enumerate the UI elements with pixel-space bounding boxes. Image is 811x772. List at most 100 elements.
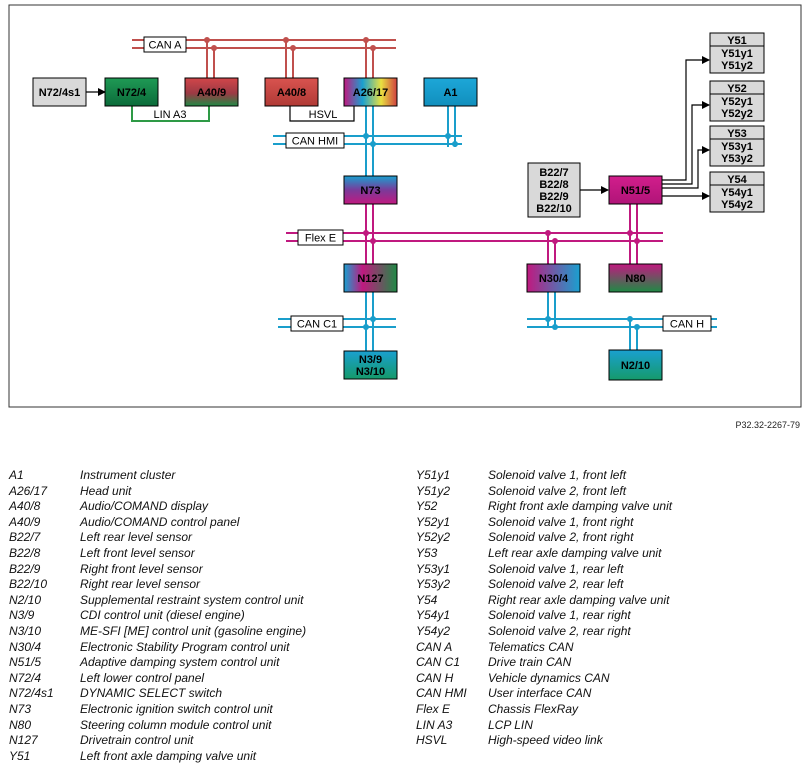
legend-code: A26/17 (9, 483, 48, 498)
unit-label-n30-4: N30/4 (539, 273, 569, 285)
diagram-frame (8, 4, 802, 408)
legend-description: Supplemental restraint system control un… (80, 592, 304, 607)
bus-label-flex-e: Flex E (305, 233, 336, 245)
valve-unit-y52: Y52 Y52y1 Y52y2 (709, 80, 765, 122)
legend-code: B22/7 (9, 530, 41, 545)
legend-code: N3/10 (9, 623, 42, 638)
legend-description: Electronic Stability Program control uni… (80, 639, 290, 654)
bus-lin-a3-line (131, 106, 210, 122)
unit-label-a26-17: A26/17 (353, 87, 388, 99)
valve-label-y54y2: Y54y2 (721, 199, 753, 211)
unit-n30-4: N30/4 (526, 263, 581, 293)
legend-code: Y53 (416, 545, 438, 560)
legend-code: LIN A3 (416, 717, 453, 732)
legend-row: N3/10 ME-SFI [ME] control unit (gasoline … (9, 624, 399, 640)
legend-description: Solenoid valve 2, rear right (488, 623, 631, 638)
legend-description: Solenoid valve 2, rear left (488, 577, 624, 592)
legend-code: HSVL (416, 733, 448, 748)
bus-label-box-can-hmi (285, 132, 345, 149)
valve-unit-y53: Y53 Y53y1 Y53y2 (709, 125, 765, 167)
unit-label-n80: N80 (625, 273, 645, 285)
bus-can-h-junctions (545, 316, 640, 330)
legend-code: N30/4 (9, 639, 42, 654)
connectors-n51-5-to-valves (662, 56, 710, 200)
unit-label-b22-7: B22/7 (539, 167, 568, 179)
legend-code: A40/8 (9, 499, 41, 514)
legend-description: Solenoid valve 1, front left (488, 468, 627, 482)
legend-description: Head unit (80, 483, 132, 498)
legend-description: DYNAMIC SELECT switch (80, 686, 223, 701)
legend-row: Y54 Right rear axle damping valve unit (416, 593, 806, 609)
unit-label-b22-9: B22/9 (539, 191, 568, 203)
legend-description: ME-SFI [ME] control unit (gasoline engin… (80, 623, 307, 638)
legend-code: N73 (9, 701, 32, 716)
legend-description: Left rear level sensor (80, 530, 193, 545)
legend-code: Y54y1 (416, 608, 451, 623)
unit-label-a1: A1 (443, 87, 457, 99)
legend-code: Y52y2 (416, 530, 451, 545)
unit-label-n72-4: N72/4 (117, 87, 147, 99)
bus-can-c1-junctions (363, 316, 376, 330)
network-topology-diagram: CAN A LIN A3 HSVL CAN HMI Flex E (8, 4, 802, 408)
legend-description: Solenoid valve 1, front right (488, 514, 634, 529)
legend-description: Solenoid valve 1, rear right (488, 608, 631, 623)
legend-description: Chassis FlexRay (488, 701, 579, 716)
legend-code: Y53y1 (416, 561, 451, 576)
legend-description: Left front axle damping valve unit (80, 748, 257, 763)
legend-row: N72/4s1 DYNAMIC SELECT switch (9, 686, 399, 702)
legend-code: Y51 (9, 748, 31, 763)
unit-label-a40-8: A40/8 (277, 87, 306, 99)
unit-label-n73: N73 (360, 185, 380, 197)
valve-label-y51y2: Y51y2 (721, 60, 753, 72)
legend-code: B22/8 (9, 545, 41, 560)
bus-label-box-flex-e (297, 229, 344, 246)
legend-description: Solenoid valve 2, front right (488, 530, 634, 545)
valve-label-y52y2: Y52y2 (721, 108, 753, 120)
bus-label-can-h: CAN H (670, 319, 704, 331)
legend-description: Adaptive damping system control unit (80, 655, 280, 670)
unit-n72-4: N72/4 (104, 77, 159, 107)
legend-description: User interface CAN (488, 686, 592, 701)
valve-label-y53y2: Y53y2 (721, 153, 753, 165)
legend-description: Solenoid valve 1, rear left (488, 561, 624, 576)
valve-unit-y54: Y54 Y54y1 Y54y2 (709, 171, 765, 213)
legend-description: CDI control unit (diesel engine) (80, 608, 245, 623)
legend-description: Right rear axle damping valve unit (488, 592, 670, 607)
legend-description: Left front level sensor (80, 545, 195, 560)
legend-row: Y52y2 Solenoid valve 2, front right (416, 530, 806, 546)
unit-label-b22-10: B22/10 (536, 203, 571, 215)
bus-label-box-can-a (143, 36, 187, 53)
bus-can-a-junctions (204, 37, 376, 51)
legend-code: N51/5 (9, 655, 42, 670)
legend-row: N51/5 Adaptive damping system control uni… (9, 655, 399, 671)
valve-label-y54y1: Y54y1 (721, 187, 753, 199)
legend-code: N72/4s1 (9, 686, 54, 701)
valve-label-y53: Y53 (727, 128, 747, 140)
legend-description: Drive train CAN (488, 655, 572, 670)
bus-flex-e-junctions (363, 230, 640, 244)
legend-code: Y51y1 (416, 468, 451, 482)
unit-a1: A1 (423, 77, 478, 107)
legend-description: Right rear level sensor (80, 577, 201, 592)
legend-description: Right front axle damping valve unit (488, 499, 673, 514)
legend-code: CAN H (416, 670, 454, 685)
bus-label-lin-a3: LIN A3 (153, 109, 186, 121)
legend-description: Telematics CAN (488, 639, 574, 654)
legend-description: Left rear axle damping valve unit (488, 545, 662, 560)
bus-label-box-can-c1 (290, 315, 344, 332)
legend-code: Y54 (416, 592, 438, 607)
legend-description: Audio/COMAND control panel (80, 514, 240, 529)
